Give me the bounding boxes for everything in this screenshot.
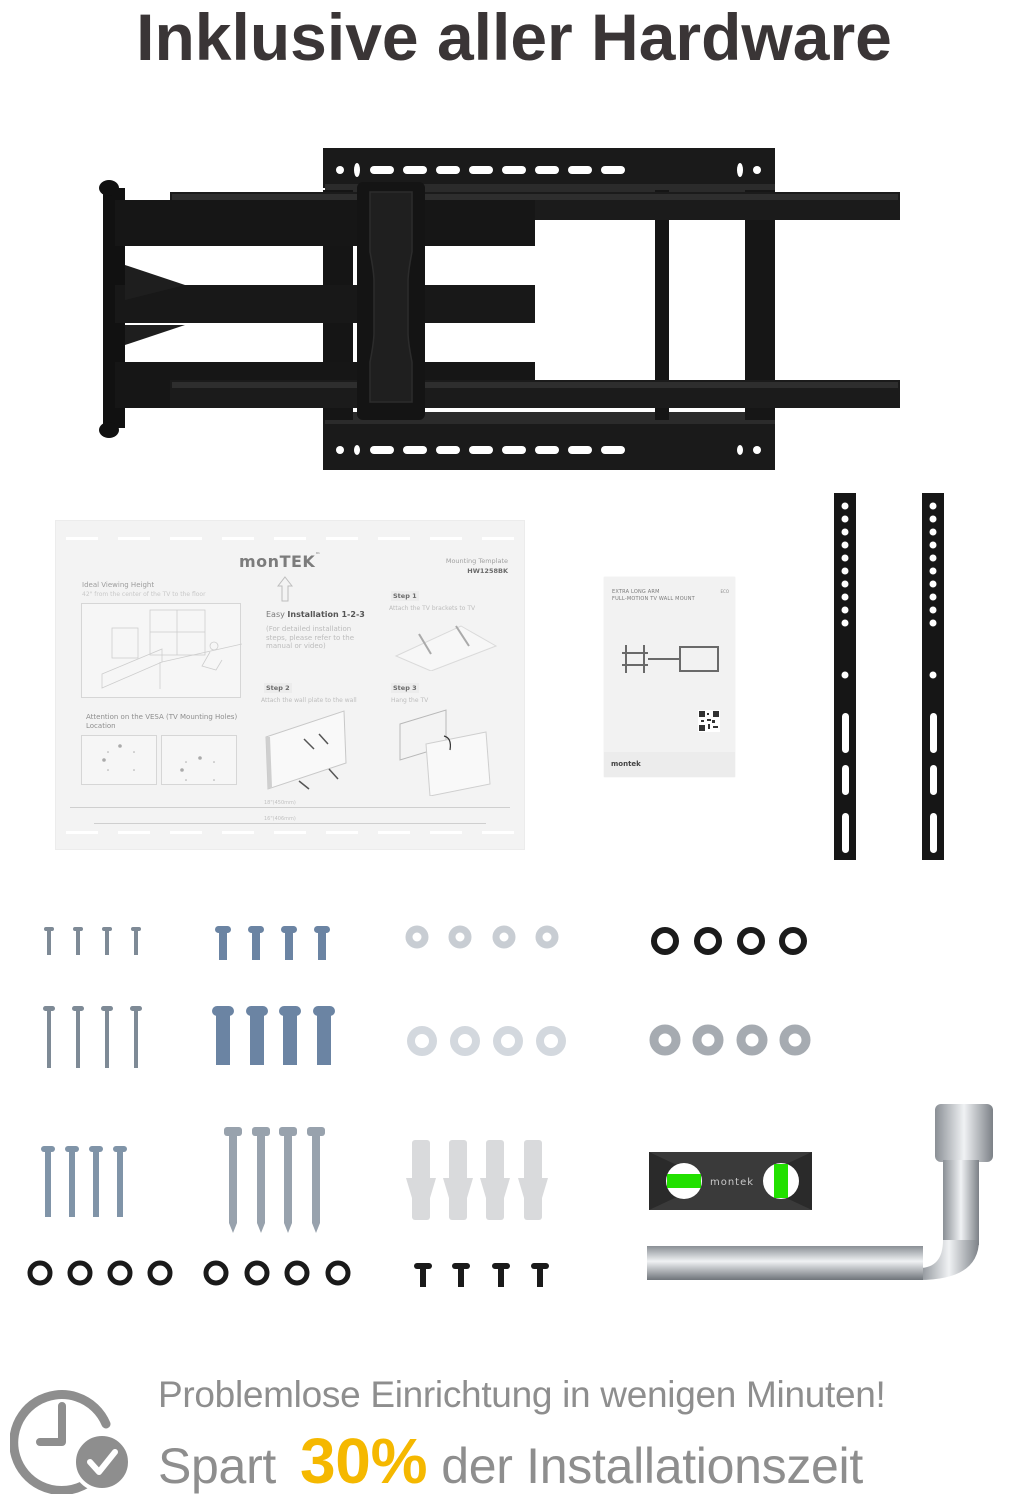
instruction-manual-booklet: EXTRA LONG ARM FULL-MOTION TV WALL MOUNT… — [604, 577, 735, 777]
small-screws-group — [40, 925, 150, 960]
small-washers-group — [405, 925, 565, 951]
manual-title-line2: FULL-MOTION TV WALL MOUNT — [612, 596, 695, 602]
black-spacers-group-1 — [26, 1258, 176, 1288]
level-brand-text: montek — [710, 1177, 754, 1188]
up-arrow-icon — [277, 576, 293, 602]
living-room-illustration — [81, 603, 243, 698]
vesa-diagram-left — [81, 735, 157, 785]
manual-brand-logo: montek — [611, 760, 641, 768]
dimension-line-outer — [70, 807, 510, 808]
template-doc-title: Mounting Template — [445, 557, 508, 565]
banner-highlight-percent: 30% — [300, 1425, 428, 1497]
wall-mount-arm-icon — [99, 148, 900, 470]
machine-screws-group — [38, 1144, 143, 1219]
step-2-label: Step 2 — [264, 683, 292, 693]
l-socket-wrench-tool — [643, 1100, 1003, 1300]
wall-anchors-group — [406, 1138, 556, 1223]
lag-bolts-group — [222, 1125, 342, 1235]
template-bottom-dashes — [56, 831, 524, 834]
large-washers-group — [405, 1024, 570, 1058]
wall-mount-arm-image — [95, 140, 915, 480]
step-1-illustration — [391, 616, 501, 672]
dimension-label-outer: 18"(450mm) — [264, 800, 296, 806]
ideal-viewing-height-title: Ideal Viewing Height — [82, 581, 155, 589]
step-2-illustration — [264, 709, 354, 791]
dimension-line-inner — [94, 823, 486, 824]
template-top-dashes — [56, 537, 524, 540]
manual-product-illustration — [622, 645, 719, 673]
black-rings-group — [648, 924, 813, 958]
banner-headline: Problemlose Einrichtung in wenigen Minut… — [158, 1374, 886, 1415]
step-3-desc: Hang the TV — [391, 697, 429, 704]
template-brand-logo: monTEK™ — [239, 552, 321, 571]
step-1-label: Step 1 — [391, 591, 419, 601]
mounting-template-sheet: monTEK™ Mounting Template HW1258BK Ideal… — [55, 520, 525, 850]
clock-check-icon — [10, 1390, 132, 1494]
large-bolts-group — [210, 1005, 340, 1067]
black-t-screws-group — [412, 1261, 557, 1291]
banner-prefix: Spart — [158, 1438, 277, 1494]
tv-bracket-icon — [834, 493, 856, 860]
easy-installation-subtitle: (For detailed installation steps, please… — [266, 625, 355, 650]
metal-washers-group — [648, 1023, 818, 1057]
vesa-diagram-right — [161, 735, 237, 785]
step-2-desc: Attach the wall plate to the wall — [261, 697, 357, 704]
dimension-label-inner: 16"(406mm) — [264, 816, 296, 822]
medium-bolts-group — [213, 924, 338, 964]
qr-code-icon — [698, 710, 720, 732]
step-3-illustration — [396, 706, 496, 797]
template-model-number: HW1258BK — [467, 567, 508, 575]
manual-title-line1: EXTRA LONG ARM — [612, 589, 660, 595]
banner-subline: Spart 30%der Installationszeit — [158, 1424, 863, 1498]
tv-bracket-right — [920, 493, 946, 860]
tv-bracket-icon — [922, 493, 944, 860]
vesa-attention-note: Attention on the VESA (TV Mounting Holes… — [86, 713, 238, 730]
manual-footer-band — [604, 752, 735, 777]
bubble-level-tool: montek — [649, 1152, 812, 1210]
long-thin-screws-group — [40, 1005, 150, 1070]
banner-suffix: der Installationszeit — [441, 1438, 863, 1494]
easy-installation-title: Easy Installation 1-2-3 — [266, 610, 365, 619]
step-3-label: Step 3 — [391, 683, 419, 693]
ideal-viewing-height-sub: 42" from the center of the TV to the flo… — [82, 591, 206, 598]
manual-eco-badge: ECO — [720, 589, 729, 594]
step-1-desc: Attach the TV brackets to TV — [389, 605, 476, 612]
tv-bracket-left — [832, 493, 858, 860]
black-spacers-group-2 — [202, 1258, 354, 1288]
page-title: Inklusive aller Hardware — [136, 0, 892, 74]
